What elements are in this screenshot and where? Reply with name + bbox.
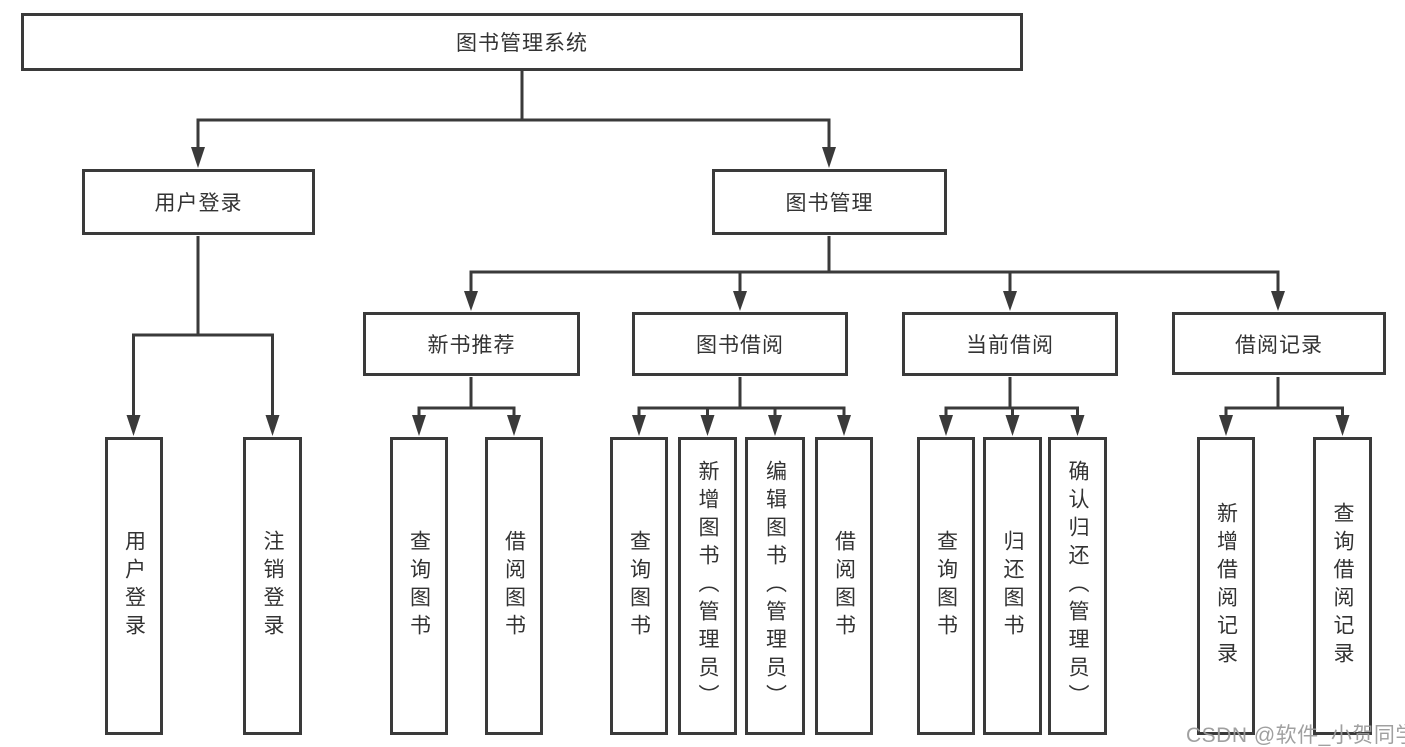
node-book-management: 图书管理 xyxy=(712,169,947,235)
leaf-query-borrow-record: 查询借阅记录 xyxy=(1313,437,1372,735)
node-user-login: 用户登录 xyxy=(82,169,315,235)
node-library-management-system: 图书管理系统 xyxy=(21,13,1023,71)
leaf-query-books-recommend: 查询图书 xyxy=(390,437,448,735)
leaf-logout: 注销登录 xyxy=(243,437,302,735)
leaf-borrow-books-borrowing: 借阅图书 xyxy=(815,437,873,735)
node-book-borrowing: 图书借阅 xyxy=(632,312,848,376)
leaf-add-book-admin: 新增图书（管理员） xyxy=(678,437,737,735)
node-new-book-recommendation: 新书推荐 xyxy=(363,312,580,376)
node-borrowing-records: 借阅记录 xyxy=(1172,312,1386,375)
node-current-borrowing: 当前借阅 xyxy=(902,312,1118,376)
csdn-watermark: CSDN @软件_小贺同学 xyxy=(1186,724,1405,747)
leaf-add-borrow-record: 新增借阅记录 xyxy=(1197,437,1255,735)
leaf-return-book: 归还图书 xyxy=(983,437,1042,735)
leaf-edit-book-admin: 编辑图书（管理员） xyxy=(745,437,805,735)
leaf-query-books-borrowing: 查询图书 xyxy=(610,437,668,735)
leaf-borrow-books-recommend: 借阅图书 xyxy=(485,437,543,735)
leaf-confirm-return-admin: 确认归还（管理员） xyxy=(1048,437,1107,735)
leaf-user-login: 用户登录 xyxy=(105,437,163,735)
leaf-query-books-current: 查询图书 xyxy=(917,437,975,735)
